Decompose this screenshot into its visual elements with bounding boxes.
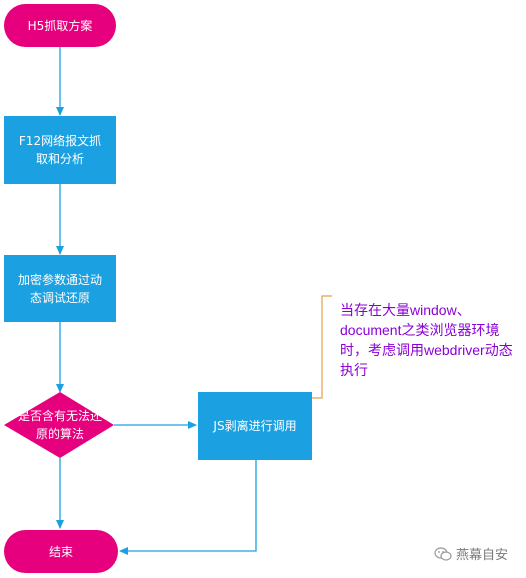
dynamic-debug-label: 加密参数通过动态调试还原: [17, 272, 102, 305]
decision-diamond: [4, 392, 114, 458]
f12-analysis-node: F12网络报文抓取和分析: [4, 116, 116, 184]
f12-analysis-label: F12网络报文抓取和分析: [18, 134, 102, 166]
decision-label: 是否含有无法还原的算法: [18, 409, 103, 441]
arrow-js-to-end: [119, 460, 257, 555]
decision-node: 是否含有无法还原的算法: [14, 400, 106, 450]
js-strip-node: JS剥离进行调用: [198, 392, 312, 460]
start-node: H5抓取方案: [4, 4, 116, 47]
js-strip-label: JS剥离进行调用: [213, 419, 297, 433]
annotation-bracket: [312, 295, 332, 399]
start-node-label: H5抓取方案: [27, 18, 93, 33]
watermark-text: 燕幕自安: [456, 548, 509, 563]
wechat-icon: [434, 546, 452, 561]
annotation-text: 当存在大量window、document之类浏览器环境时，考虑调用webdriv…: [340, 302, 513, 378]
end-node: 结束: [4, 530, 118, 573]
watermark: 燕幕自安: [434, 544, 508, 563]
end-node-label: 结束: [48, 544, 73, 559]
dynamic-debug-node: 加密参数通过动态调试还原: [4, 255, 116, 322]
